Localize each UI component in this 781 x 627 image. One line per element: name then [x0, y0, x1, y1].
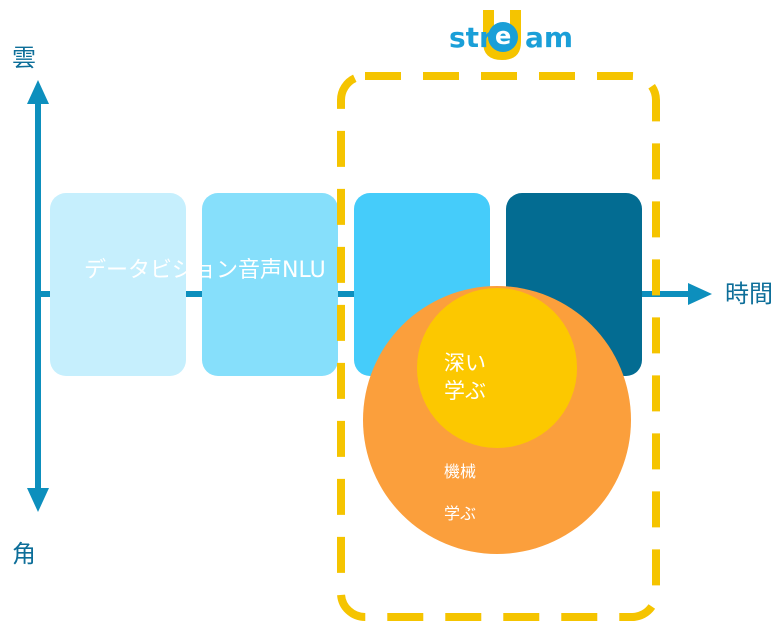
box-2 — [202, 193, 338, 376]
vertical-axis-up-arrow — [27, 80, 49, 104]
logo-text-center: e — [495, 22, 512, 50]
deep-learning-label-line1: 深い — [444, 351, 486, 375]
dashed-frame — [337, 72, 660, 621]
box-1 — [50, 193, 186, 376]
deep-learning-label-line2: 学ぶ — [444, 379, 486, 403]
logo-text-left: str — [449, 21, 493, 54]
x-axis-right-label: 時間 — [725, 280, 773, 308]
logo-text-right: am — [525, 21, 574, 54]
deep-learning-circle — [417, 288, 577, 448]
vertical-axis — [27, 80, 49, 512]
machine-learning-label-line1: 機械 — [444, 462, 477, 481]
logo-e-circle — [488, 22, 518, 52]
machine-learning-label-line2: 学ぶ — [444, 504, 477, 523]
vertical-axis-down-arrow — [27, 488, 49, 512]
y-axis-top-label: 雲 — [12, 44, 36, 72]
boxes-caption: データビジョン音声NLU — [84, 258, 326, 283]
y-axis-bottom-label: 角 — [12, 540, 36, 568]
horizontal-axis-right-arrow — [688, 283, 712, 305]
